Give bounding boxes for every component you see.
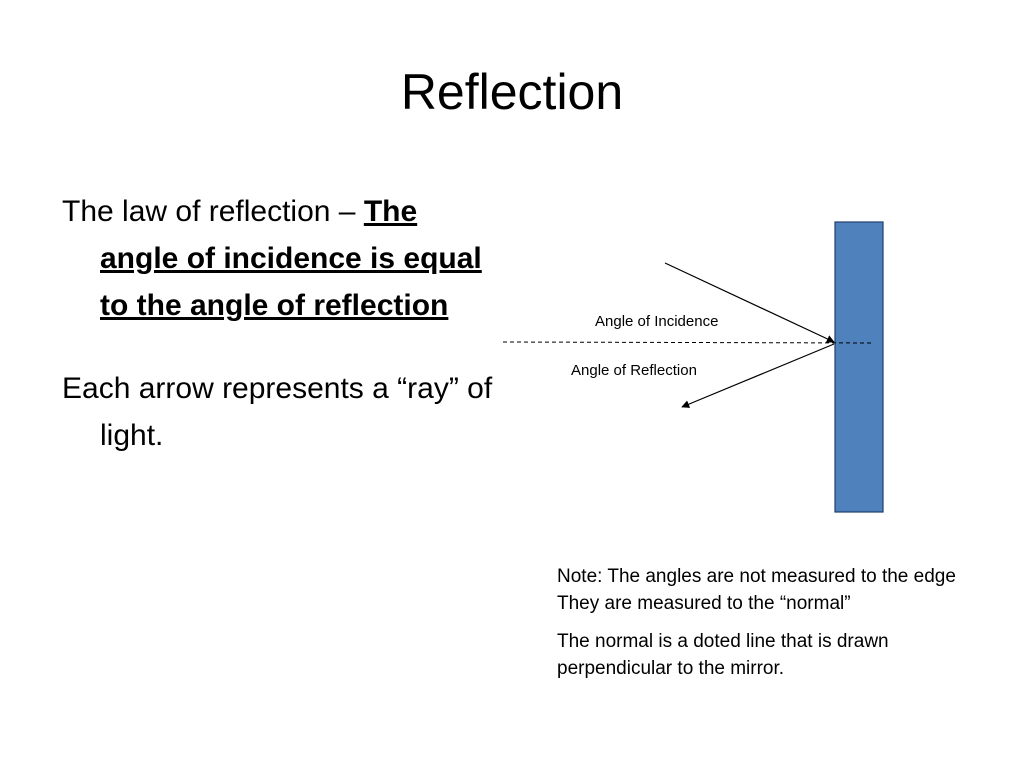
- note-normal-definition: The normal is a doted line that is drawn…: [557, 631, 889, 679]
- bullet-list: The law of reflection – The angle of inc…: [62, 188, 502, 459]
- normal-line: [502, 341, 875, 344]
- reflected-ray-arrow: [681, 343, 835, 408]
- notes-box: Note: The angles are not measured to the…: [557, 563, 997, 682]
- note-angles-measured: Note: The angles are not measured to the…: [557, 566, 956, 614]
- bullet-law-of-reflection: The law of reflection – The angle of inc…: [62, 188, 502, 329]
- slide-title: Reflection: [400, 64, 624, 120]
- angle-of-incidence-label: Angle of Incidence: [595, 313, 718, 330]
- incident-ray-arrow: [664, 262, 835, 343]
- angle-of-reflection-label: Angle of Reflection: [571, 362, 697, 379]
- bullet-ray-of-light: Each arrow represents a “ray” of light.: [62, 372, 493, 452]
- mirror: [834, 221, 884, 513]
- law-prefix: The law of reflection –: [62, 195, 364, 228]
- law-statement: The angle of incidence is equal to the a…: [100, 195, 482, 322]
